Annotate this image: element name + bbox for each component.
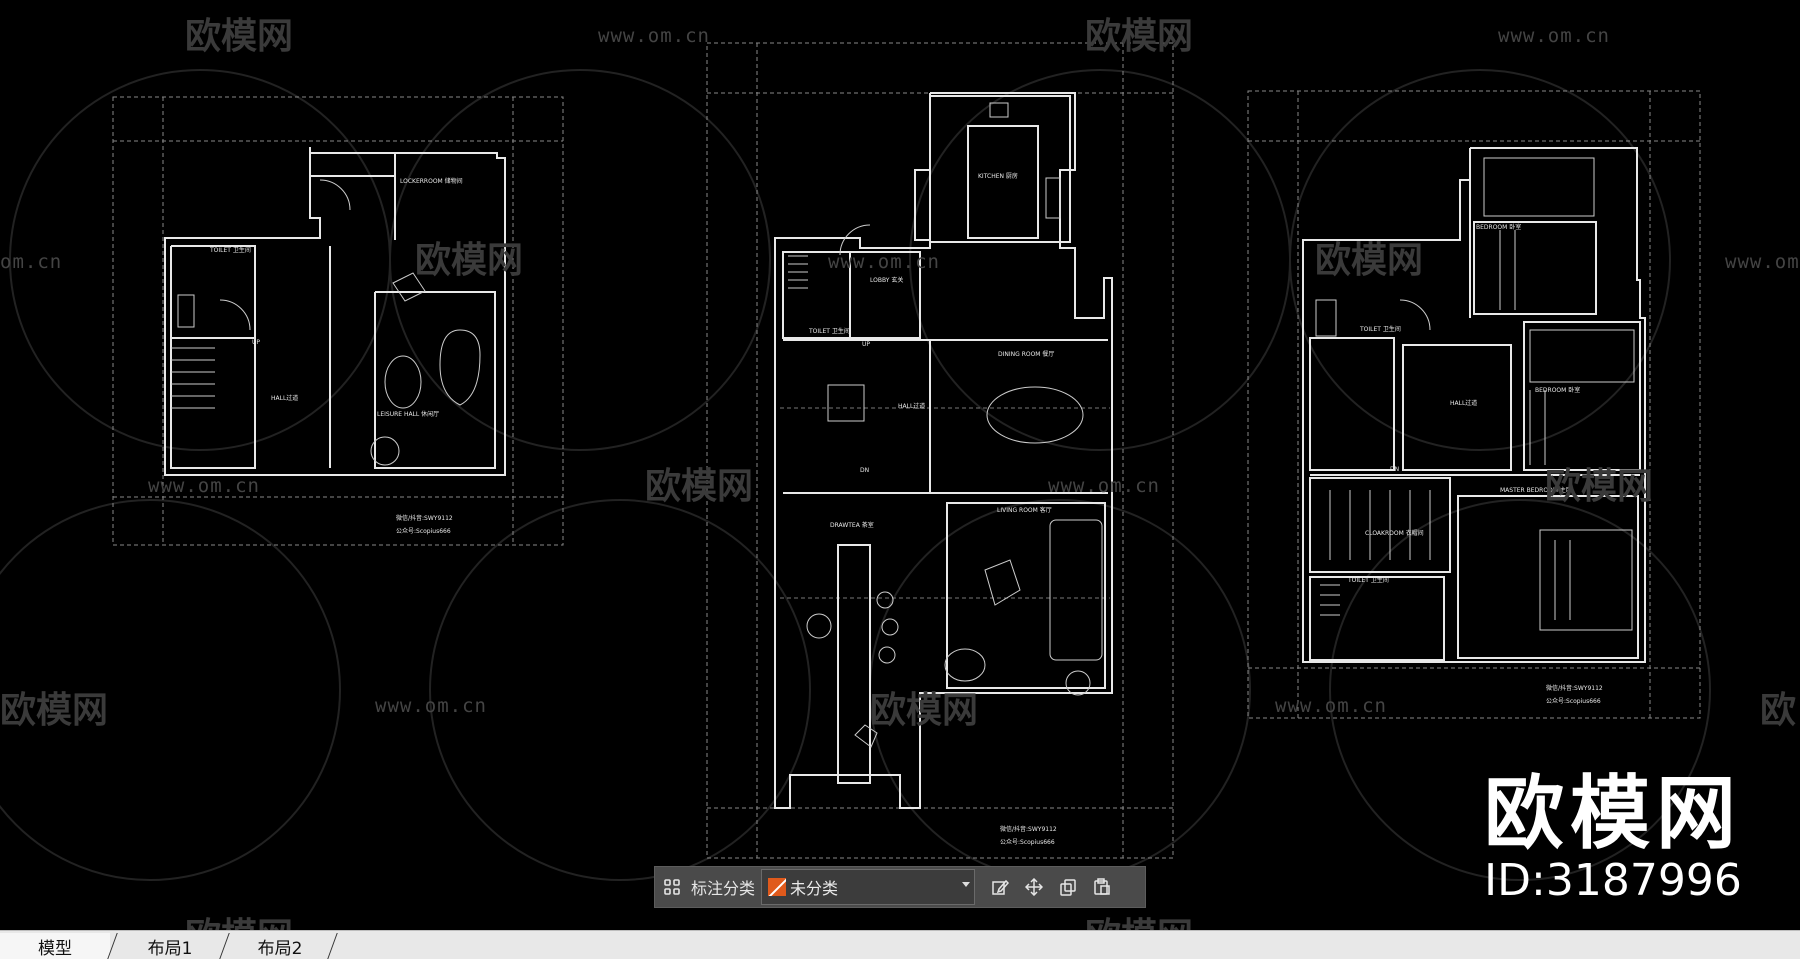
layout-tab-bar: 模型 布局1 布局2 (0, 930, 1800, 959)
brand-id: ID:3187996 (1484, 855, 1742, 906)
room-label-toilet: TOILET 卫生间 (808, 327, 850, 335)
annotation-toolbar: 标注分类 未分类 (654, 866, 1146, 908)
stair-label-up: UP (252, 339, 260, 346)
watermark-brand: 欧模网 (1085, 16, 1193, 57)
edit-icon[interactable] (983, 870, 1017, 904)
watermark-brand-partial: 欧 (1760, 690, 1796, 731)
watermark-brand: 欧模网 (645, 466, 753, 507)
credit-line-1: 微信/抖音:SWY9112 (1546, 684, 1603, 692)
brand-overlay: 欧模网 ID:3187996 (1484, 772, 1742, 906)
room-label-toilet-2: TOILET 卫生间 (1347, 576, 1389, 584)
watermark-url: www.om.cn (1048, 475, 1160, 497)
tab-layout-2[interactable]: 布局2 (257, 938, 303, 959)
watermark-url: www.om.cn (1275, 695, 1387, 717)
floor-plan-right[interactable]: BEDROOM 卧室 TOILET 卫生间 HALL过道 BEDROOM 卧室 … (1247, 90, 1701, 719)
stair-label-up: UP (862, 341, 870, 348)
room-label-toilet: TOILET 卫生间 (209, 246, 251, 254)
room-label-cloakroom: CLOAKROOM 衣帽间 (1365, 529, 1424, 537)
watermark-circles (0, 69, 1711, 881)
category-color-swatch (768, 878, 787, 896)
watermark-brand: 欧模网 (415, 240, 523, 281)
room-label-master-bedroom: MASTER BEDROOM 主卧 (1500, 486, 1572, 494)
watermark-brand: 欧模网 (185, 16, 293, 57)
watermark-url: www.om.cn (375, 695, 487, 717)
tab-layout-1[interactable]: 布局1 (147, 938, 193, 959)
credit-line-2: 公众号:Scopius666 (1546, 698, 1601, 705)
watermark-url: www.om.cn (148, 475, 260, 497)
room-label-bedroom-1: BEDROOM 卧室 (1476, 223, 1521, 231)
watermark-url: www.om.cn (598, 25, 710, 47)
floor-plan-middle[interactable]: KITCHEN 厨房 LOBBY 玄关 TOILET 卫生间 DINING RO… (706, 42, 1174, 859)
floor-plan-left[interactable]: LOCKERROOM 储物间 TOILET 卫生间 HALL过道 LEISURE… (112, 96, 564, 546)
grid-icon[interactable] (655, 870, 689, 904)
room-label-lockerroom: LOCKERROOM 储物间 (400, 177, 463, 185)
category-select-value: 未分类 (790, 879, 839, 898)
watermark-url: www.om.cn (1498, 25, 1610, 47)
watermark-url: www.om.cn (598, 925, 710, 930)
tab-model[interactable]: 模型 (0, 933, 110, 959)
category-label: 标注分类 (691, 879, 756, 898)
watermark-url: www.om.cn (828, 251, 940, 273)
paste-icon[interactable] (1085, 870, 1119, 904)
room-label-hall: HALL过道 (271, 394, 298, 402)
brand-name: 欧模网 (1484, 767, 1742, 860)
room-label-hall: HALL过道 (898, 402, 925, 410)
credit-line-2: 公众号:Scopius666 (1000, 839, 1055, 846)
credit-line-2: 公众号:Scopius666 (396, 528, 451, 535)
room-label-hall: HALL过道 (1450, 399, 1477, 407)
room-label-toilet-1: TOILET 卫生间 (1359, 325, 1401, 333)
credit-line-1: 微信/抖音:SWY9112 (396, 514, 453, 522)
watermark-url-partial: www.om.cn (1725, 251, 1800, 273)
room-label-lobby: LOBBY 玄关 (870, 276, 903, 284)
copy-icon[interactable] (1051, 870, 1085, 904)
room-label-kitchen: KITCHEN 厨房 (978, 172, 1018, 180)
room-label-bedroom-2: BEDROOM 卧室 (1535, 386, 1580, 394)
watermark-layer: 欧模网 欧模网 欧模网 欧模网 欧模网 欧模网 欧模网 欧模网 欧 欧模网 欧模… (0, 16, 1800, 930)
watermark-brand-partial: 欧模网 (0, 690, 108, 731)
stair-label-dn: DN (860, 467, 869, 474)
room-label-dining-room: DINING ROOM 餐厅 (998, 350, 1054, 358)
room-label-leisure-hall: LEISURE HALL 休闲厅 (377, 410, 439, 418)
watermark-brand: 欧模网 (870, 690, 978, 731)
watermark-brand: 欧模网 (1085, 916, 1193, 930)
watermark-url: www.om.cn (1498, 925, 1610, 930)
stair-label-dn: DN (1390, 466, 1399, 473)
move-icon[interactable] (1017, 870, 1051, 904)
watermark-brand: 欧模网 (1545, 466, 1653, 507)
room-label-drawtea: DRAWTEA 茶室 (830, 521, 874, 529)
cad-drawing-canvas[interactable]: LOCKERROOM 储物间 TOILET 卫生间 HALL过道 LEISURE… (0, 0, 1800, 930)
chevron-down-icon (962, 882, 971, 887)
watermark-brand: 欧模网 (185, 916, 293, 930)
category-select[interactable]: 未分类 (761, 869, 976, 905)
credit-line-1: 微信/抖音:SWY9112 (1000, 825, 1057, 833)
watermark-brand: 欧模网 (1315, 240, 1423, 281)
watermark-url-partial: om.cn (0, 251, 62, 273)
room-label-living-room: LIVING ROOM 客厅 (997, 506, 1052, 514)
